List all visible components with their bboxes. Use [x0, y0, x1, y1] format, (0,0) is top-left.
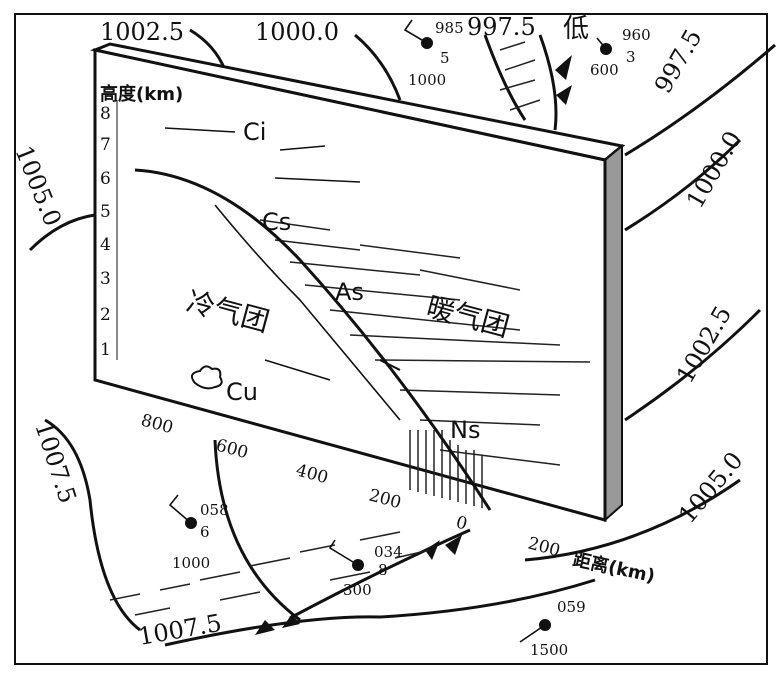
svg-text:300: 300: [343, 581, 372, 599]
cloud-label-cu: Cu: [226, 378, 258, 406]
isobar-label: 1007.5: [136, 609, 224, 651]
height-tick: 7: [100, 135, 111, 155]
frontal-surface: [134, 168, 492, 511]
isobar-label: 1002.5: [100, 18, 184, 46]
cloud-label-ns: Ns: [450, 416, 480, 444]
isobar-label: 1000.0: [681, 126, 747, 213]
svg-text:1500: 1500: [530, 641, 568, 659]
isobar-label: 1005.0: [673, 447, 748, 529]
height-tick: 5: [100, 202, 111, 222]
cumulus-shape: [190, 365, 223, 390]
cold-air-edge: [214, 204, 401, 421]
isobar-lines: [28, 28, 776, 647]
svg-text:985: 985: [435, 19, 464, 37]
height-tick: 6: [100, 169, 111, 189]
isobar-label: 1000.0: [255, 18, 339, 46]
distance-axis-label: 距离(km): [571, 548, 657, 587]
distance-tick: 200: [367, 486, 404, 514]
cirrus-strokes: [164, 127, 361, 183]
warm-front-symbols: [255, 55, 572, 635]
svg-text:3: 3: [626, 48, 636, 66]
height-axis: 高度(km) 8 7 6 5 4 3 2 1: [100, 83, 183, 360]
station-model: 059 1500: [519, 598, 586, 659]
distance-tick: 400: [294, 461, 331, 489]
svg-text:6: 6: [200, 523, 210, 541]
distance-tick: 800: [139, 411, 176, 439]
isobar-label: 1007.5: [29, 418, 82, 507]
cloud-label-ci: Ci: [243, 118, 266, 146]
height-tick: 1: [100, 340, 111, 360]
svg-text:960: 960: [622, 26, 651, 44]
svg-text:600: 600: [590, 61, 619, 79]
distance-tick: 600: [214, 436, 251, 464]
distance-tick: 0: [454, 513, 470, 535]
svg-text:1000: 1000: [172, 554, 210, 572]
isobar-label: 1005.0: [9, 142, 66, 230]
precipitation-dashes: [109, 41, 541, 616]
svg-text:058: 058: [200, 501, 229, 519]
station-model: 058 6 1000: [168, 494, 229, 572]
cold-air-arrow: [264, 359, 331, 381]
height-tick: 4: [100, 235, 111, 255]
isobar-label: 997.5: [467, 13, 536, 41]
low-pressure-label: 低: [563, 14, 589, 44]
distance-tick: 200: [526, 534, 563, 562]
isobar-label: 1002.5: [671, 301, 737, 388]
cloud-label-cs: Cs: [262, 208, 291, 236]
cloud-label-as: As: [335, 278, 364, 306]
frame: [14, 13, 768, 665]
warm-air-arrow: [379, 359, 401, 371]
height-tick: 3: [100, 269, 111, 289]
svg-text:8: 8: [378, 561, 388, 579]
station-model: 985 5 1000: [403, 19, 464, 89]
station-model: 034 8 300: [328, 539, 403, 599]
warm-air-hatching: [259, 219, 591, 466]
height-axis-label: 高度(km): [100, 83, 183, 105]
svg-text:1000: 1000: [408, 71, 446, 89]
svg-text:5: 5: [440, 49, 450, 67]
station-model: 960 3 600: [590, 26, 651, 79]
height-tick: 8: [100, 104, 111, 124]
block-front: [93, 48, 607, 522]
block-side: [604, 143, 623, 523]
height-tick: 2: [100, 305, 111, 325]
svg-text:034: 034: [374, 543, 403, 561]
svg-text:059: 059: [557, 598, 586, 616]
isobar-label: 997.5: [649, 24, 708, 98]
